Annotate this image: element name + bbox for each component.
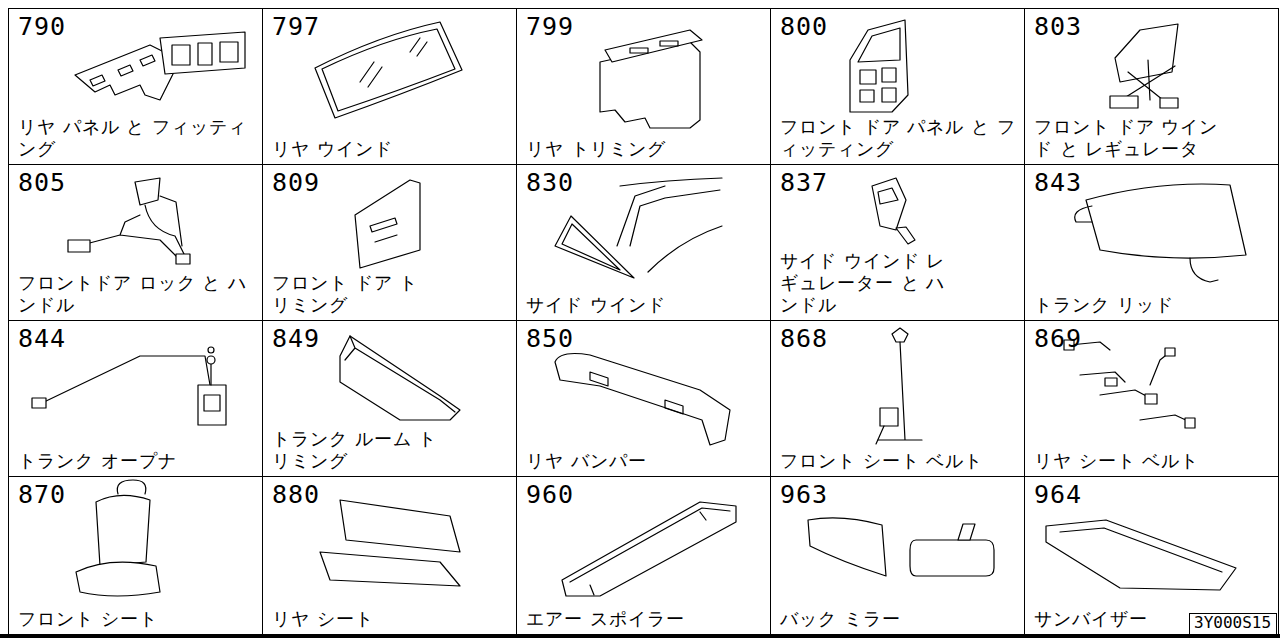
- part-cell: 803 フロント ドア ウインド と レギュレータ: [1024, 8, 1279, 165]
- callout-number: 868: [780, 325, 828, 353]
- part-name: サイド ウインド レギュレーター と ハンドル: [780, 250, 960, 316]
- part-name: リヤ ウインド: [272, 138, 508, 160]
- part-cell: 799 リヤ トリミング: [516, 8, 771, 165]
- part-cell: 800 フロント ドア パネル と フィッティング: [770, 8, 1025, 165]
- part-name: リヤ シート: [272, 608, 508, 630]
- part-cell: 870 フロント シート: [8, 476, 263, 635]
- part-name: リヤ パネル と フィッティング: [18, 116, 254, 160]
- callout-number: 799: [526, 13, 574, 41]
- part-name: トランク オープナ: [18, 450, 238, 472]
- part-name: フロント シート: [18, 608, 254, 630]
- part-name: エアー スポイラー: [526, 608, 762, 630]
- part-cell: 797 リヤ ウインド: [262, 8, 517, 165]
- part-cell: 844 トランク オープナ: [8, 320, 263, 477]
- part-name: トランク リッド: [1034, 294, 1270, 316]
- callout-number: 803: [1034, 13, 1082, 41]
- callout-number: 844: [18, 325, 66, 353]
- callout-number: 790: [18, 13, 66, 41]
- part-name: フロント シート ベルト: [780, 450, 1016, 472]
- part-name: フロント ドア ウインド と レギュレータ: [1034, 116, 1234, 160]
- part-cell: 960 エアー スポイラー: [516, 476, 771, 635]
- part-cell: 869 リヤ シート ベルト: [1024, 320, 1279, 477]
- part-name: リヤ バンパー: [526, 450, 762, 472]
- callout-number: 797: [272, 13, 320, 41]
- drawing-code: 3Y000S15: [1194, 614, 1272, 632]
- callout-number: 964: [1034, 481, 1082, 509]
- callout-number: 963: [780, 481, 828, 509]
- part-name: トランク ルーム トリミング: [272, 428, 452, 472]
- callout-number: 837: [780, 169, 828, 197]
- callout-number: 880: [272, 481, 320, 509]
- callout-number: 809: [272, 169, 320, 197]
- part-name: フロントドア ロック と ハンドル: [18, 272, 254, 316]
- callout-number: 849: [272, 325, 320, 353]
- part-cell: 963 バック ミラー: [770, 476, 1025, 635]
- part-name: フロント ドア パネル と フィッティング: [780, 116, 1016, 160]
- part-cell: 964サンバイザー: [1024, 476, 1279, 635]
- part-name: フロント ドア トリミング: [272, 272, 422, 316]
- part-cell: 809 フロント ドア トリミング: [262, 164, 517, 321]
- part-cell: 790 リヤ パネル と フィッティング: [8, 8, 263, 165]
- part-cell: 850 リヤ バンパー: [516, 320, 771, 477]
- part-cell: 849 トランク ルーム トリミング: [262, 320, 517, 477]
- callout-number: 850: [526, 325, 574, 353]
- part-cell: 805 フロントドア ロック と ハンドル: [8, 164, 263, 321]
- part-cell: 843 トランク リッド: [1024, 164, 1279, 321]
- part-name: リヤ トリミング: [526, 138, 762, 160]
- part-cell: 868 フロント シート ベルト: [770, 320, 1025, 477]
- part-cell: 880 リヤ シート: [262, 476, 517, 635]
- part-name: リヤ シート ベルト: [1034, 450, 1270, 472]
- drawing-code-box: 3Y000S15: [1189, 613, 1277, 635]
- part-cell: 830 サイド ウインド: [516, 164, 771, 321]
- callout-number: 800: [780, 13, 828, 41]
- callout-number: 830: [526, 169, 574, 197]
- callout-number: 805: [18, 169, 66, 197]
- callout-number: 960: [526, 481, 574, 509]
- callout-number: 843: [1034, 169, 1082, 197]
- callout-number: 869: [1034, 325, 1082, 353]
- part-name: サイド ウインド: [526, 294, 762, 316]
- callout-number: 870: [18, 481, 66, 509]
- part-name: バック ミラー: [780, 608, 1016, 630]
- part-cell: 837 サイド ウインド レギュレーター と ハンドル: [770, 164, 1025, 321]
